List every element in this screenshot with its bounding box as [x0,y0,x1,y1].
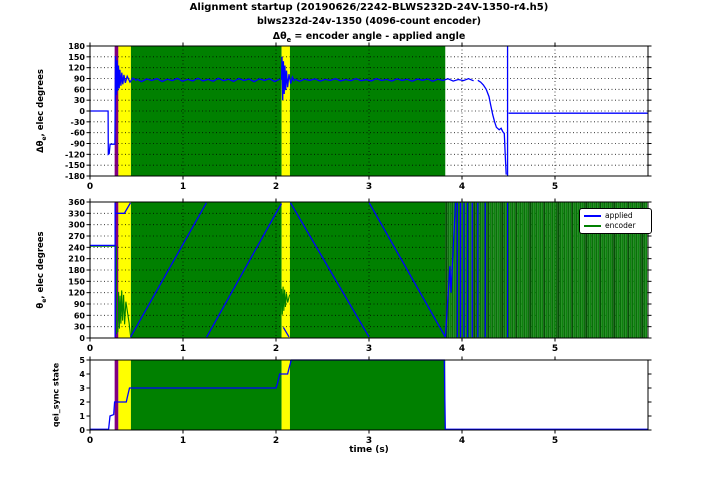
y-tick-label: 4 [79,370,85,379]
x-tick-label: 5 [552,344,558,354]
x-tick-label: 3 [366,182,372,192]
y-tick-label: 180 [68,266,85,275]
y-tick-label: -150 [65,161,85,170]
ylabel-top-subscript: e [40,136,48,141]
y-tick-label: 30 [74,323,86,332]
ylabel-top-symbol: Δθ [36,140,47,153]
y-tick-label: -60 [71,129,86,138]
ylabel-top-text: , elec degrees [36,69,47,137]
band [118,360,131,430]
y-tick-label: 240 [68,243,85,252]
y-tick-label: 1 [79,412,85,421]
x-tick-label: 2 [273,344,279,354]
legend-label-encoder: encoder [605,221,636,230]
y-tick-label: 90 [74,75,86,84]
axes-title-subscript: e [286,35,292,44]
legend-line-encoder [584,225,601,227]
series-delta_theta [90,46,648,176]
x-tick-label: 0 [87,436,93,446]
x-tick-label: 4 [459,436,465,446]
x-tick-label: 1 [180,436,186,446]
legend: applied encoder [579,208,652,234]
chart-theta-vs-time: 0 1 2 3 4 5 0 30 60 90 120 150 180 210 240 270 300 330 360 [68,198,652,354]
y-tick-label: 0 [79,334,85,343]
x-tick-label: 1 [180,182,186,192]
x-tick-label: 3 [366,436,372,446]
y-tick-label: -120 [65,150,85,159]
ylabel-mid-symbol: θ [36,302,47,309]
y-tick-label: 180 [68,42,85,51]
figure-title-line2: blws232d-24v-1350 (4096-count encoder) [256,16,482,27]
x-tick-label: 0 [87,344,93,354]
y-tick-label: 90 [74,300,86,309]
x-tick-label: 1 [180,344,186,354]
legend-line-applied [584,215,601,217]
y-tick-label: 3 [79,384,85,393]
y-tick-label: 0 [79,426,85,435]
axes-title-symbol: Δθ [272,31,287,42]
x-tick-label: 5 [552,182,558,192]
y-tick-label: 0 [79,107,85,116]
axes-title: Δθe = encoder angle - applied angle [90,31,648,44]
xlabel-time: time (s) [349,445,389,455]
figure-title-line1: Alignment startup (20190626/2242-BLWS232… [189,2,549,13]
y-tick-label: 330 [68,209,85,218]
y-tick-label: 300 [68,221,85,230]
axes-title-text: = encoder angle - applied angle [291,31,466,42]
band [114,46,119,176]
y-tick-label: 5 [79,356,85,365]
legend-entry-encoder: encoder [584,221,648,231]
y-tick-label: 120 [68,289,85,298]
x-tick-label: 4 [459,344,465,354]
x-tick-label: 5 [552,436,558,446]
legend-entry-applied: applied [584,211,648,221]
y-tick-label: 210 [68,255,85,264]
band [289,46,446,176]
x-tick-label: 2 [273,436,279,446]
y-tick-label: -180 [65,172,85,181]
y-tick-label: -30 [71,118,86,127]
x-tick-label: 3 [366,344,372,354]
band [281,360,290,430]
ylabel-delta-theta: Δθe, elec degrees [36,69,48,153]
y-tick-label: 60 [74,85,86,94]
y-tick-label: 120 [68,64,85,73]
band [281,46,290,176]
y-tick-label: -90 [71,140,86,149]
ylabel-mid-subscript: e [40,298,48,303]
ylabel-theta: θe, elec degrees [36,231,48,308]
y-tick-label: 60 [74,311,86,320]
x-tick-label: 0 [87,182,93,192]
legend-label-applied: applied [605,211,633,220]
x-tick-label: 2 [273,182,279,192]
chart-qei-sync-state-vs-time: 0 1 2 3 4 5 0 1 2 3 4 5 [79,356,652,446]
band [289,202,446,338]
y-tick-label: 270 [68,232,85,241]
y-tick-label: 2 [79,398,85,407]
x-tick-label: 4 [459,182,465,192]
series-applied [90,202,509,338]
ylabel-qei-sync-state: qei_sync state [51,362,61,428]
y-tick-label: 150 [68,277,85,286]
y-tick-label: 30 [74,96,86,105]
ylabel-mid-text: , elec degrees [36,231,47,299]
band [114,360,119,430]
y-tick-label: 360 [68,198,85,207]
y-tick-label: 150 [68,53,85,62]
band [281,202,290,338]
band [130,360,282,430]
band [289,360,446,430]
